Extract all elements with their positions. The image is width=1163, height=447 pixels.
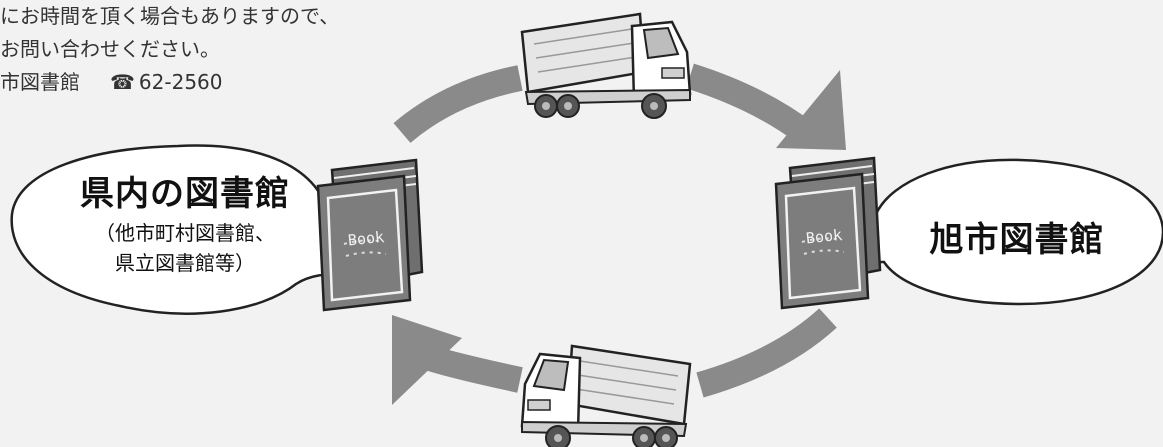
truck-icon-top <box>522 14 690 118</box>
book-label-right: Book <box>805 226 843 248</box>
arrow-bottom-left-segment <box>430 358 520 380</box>
arrow-top-left-segment <box>402 78 520 133</box>
truck-icon-bottom <box>522 346 690 447</box>
subtitle-line-1: （他市町村図書館、 <box>60 218 310 248</box>
book-label-left: Book <box>347 228 385 250</box>
arrow-top-right-segment <box>690 76 808 135</box>
subtitle-line-2: 県立図書館等） <box>60 248 310 278</box>
prefectural-libraries-subtitle: （他市町村図書館、 県立図書館等） <box>60 218 310 278</box>
book-icon-left: Book <box>318 160 422 310</box>
book-icon-right: Book <box>776 158 880 308</box>
prefectural-libraries-title: 県内の図書館 <box>60 166 310 215</box>
arrow-bottom-right-segment <box>700 318 828 385</box>
asahi-library-title: 旭市図書館 <box>902 212 1132 261</box>
